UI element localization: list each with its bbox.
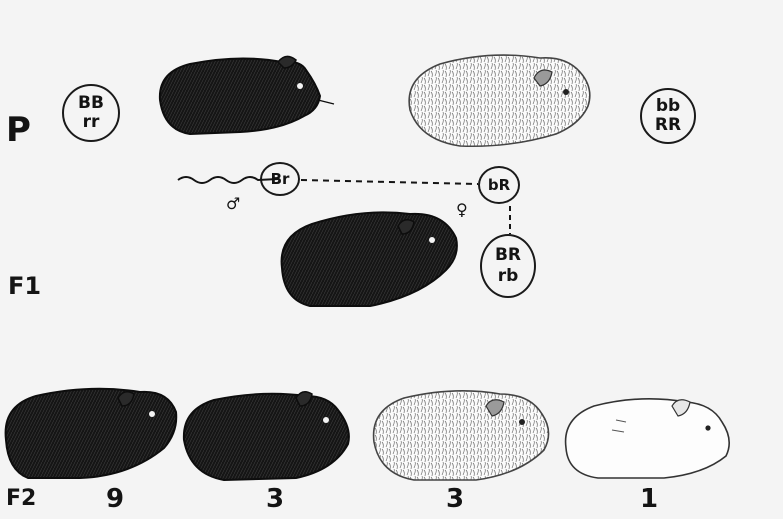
- parent-left-black-smooth-guinea-pig: [160, 56, 334, 134]
- f2-count-black-smooth: 3: [266, 484, 284, 514]
- sperm-tail: [178, 177, 278, 183]
- f2-black-smooth-guinea-pig: [184, 392, 349, 480]
- f2-white-smooth-guinea-pig: [566, 399, 730, 478]
- f2-count-white-rough: 3: [446, 484, 464, 514]
- f2-count-black-rough: 9: [106, 484, 124, 514]
- parent-right-white-rough-guinea-pig: [409, 55, 590, 146]
- f2-white-rough-guinea-pig: [374, 391, 549, 480]
- f2-black-rough-guinea-pig: [6, 389, 177, 478]
- cross-connector: [301, 180, 478, 184]
- f1-black-rough-guinea-pig: [282, 212, 457, 306]
- f2-count-white-smooth: 1: [640, 484, 658, 514]
